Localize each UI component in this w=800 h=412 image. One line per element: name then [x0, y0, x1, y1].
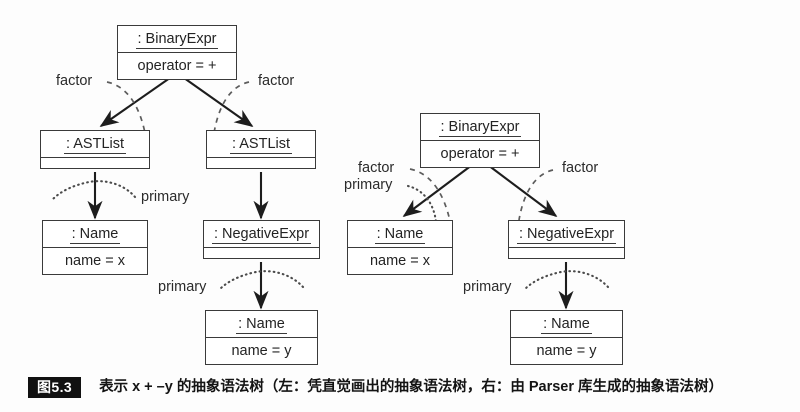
figure-caption: 图5.3 表示 x + –y 的抽象语法树（左：凭直觉画出的抽象语法树，右：由 …: [0, 362, 800, 412]
node-title: : Name: [236, 316, 287, 334]
node-name-y-left[interactable]: : Name name = y: [205, 310, 318, 365]
leader-l-primary-right: [218, 270, 305, 291]
node-binaryexpr-right[interactable]: : BinaryExpr operator = +: [420, 113, 540, 168]
node-astlist-left-1[interactable]: : ASTList: [40, 130, 150, 169]
node-attribute: operator = +: [118, 51, 236, 80]
node-title: : Name: [541, 316, 592, 334]
node-negativeexpr-right[interactable]: : NegativeExpr: [508, 220, 625, 259]
node-title: : NegativeExpr: [211, 226, 312, 244]
node-negativeexpr-left[interactable]: : NegativeExpr: [203, 220, 320, 259]
node-binaryexpr-left[interactable]: : BinaryExpr operator = +: [117, 25, 237, 80]
node-title: : ASTList: [63, 136, 127, 154]
node-title: : BinaryExpr: [438, 119, 522, 137]
node-attribute: name = y: [511, 336, 622, 365]
edge-label-primary-right-tree-bottom: primary: [463, 279, 512, 295]
edge-label-factor-right-tree-left: factor: [358, 160, 395, 176]
node-attribute: name = y: [206, 336, 317, 365]
leader-l-factor-right: [213, 81, 250, 134]
node-name-y-right[interactable]: : Name name = y: [510, 310, 623, 365]
leader-l-factor-left: [106, 81, 146, 134]
node-empty-compartment: [207, 156, 315, 168]
edge-l-root-to-list2: [176, 72, 254, 127]
figure-number-badge: 图5.3: [28, 376, 82, 398]
leader-r-primary-left: [406, 184, 438, 224]
node-title: : NegativeExpr: [516, 226, 617, 244]
edge-label-factor-right-tree-right: factor: [562, 160, 599, 176]
node-empty-compartment: [204, 246, 319, 258]
edge-label-primary-right: primary: [158, 279, 207, 295]
node-title: : BinaryExpr: [135, 31, 219, 49]
edge-label-factor-right: factor: [258, 73, 295, 89]
leader-l-primary-left: [51, 180, 137, 201]
leader-r-factor-right: [518, 169, 554, 221]
node-attribute: name = x: [43, 246, 147, 275]
edge-l-root-to-list1: [99, 72, 178, 127]
node-name-x-right[interactable]: : Name name = x: [347, 220, 453, 275]
node-attribute: operator = +: [421, 139, 539, 168]
node-name-x-left[interactable]: : Name name = x: [42, 220, 148, 275]
node-attribute: name = x: [348, 246, 452, 275]
figure-caption-text: 表示 x + –y 的抽象语法树（左：凭直觉画出的抽象语法树，右：由 Parse…: [99, 378, 724, 395]
node-astlist-left-2[interactable]: : ASTList: [206, 130, 316, 169]
leader-r-primary-bot: [523, 270, 610, 291]
node-empty-compartment: [509, 246, 624, 258]
node-title: : ASTList: [229, 136, 293, 154]
edge-label-factor-left: factor: [56, 73, 93, 89]
edge-label-primary-left: primary: [141, 189, 190, 205]
leader-r-factor-left: [409, 168, 451, 222]
node-title: : Name: [374, 226, 426, 244]
edge-label-primary-right-tree-left: primary: [344, 177, 393, 193]
node-empty-compartment: [41, 156, 149, 168]
node-title: : Name: [69, 226, 121, 244]
